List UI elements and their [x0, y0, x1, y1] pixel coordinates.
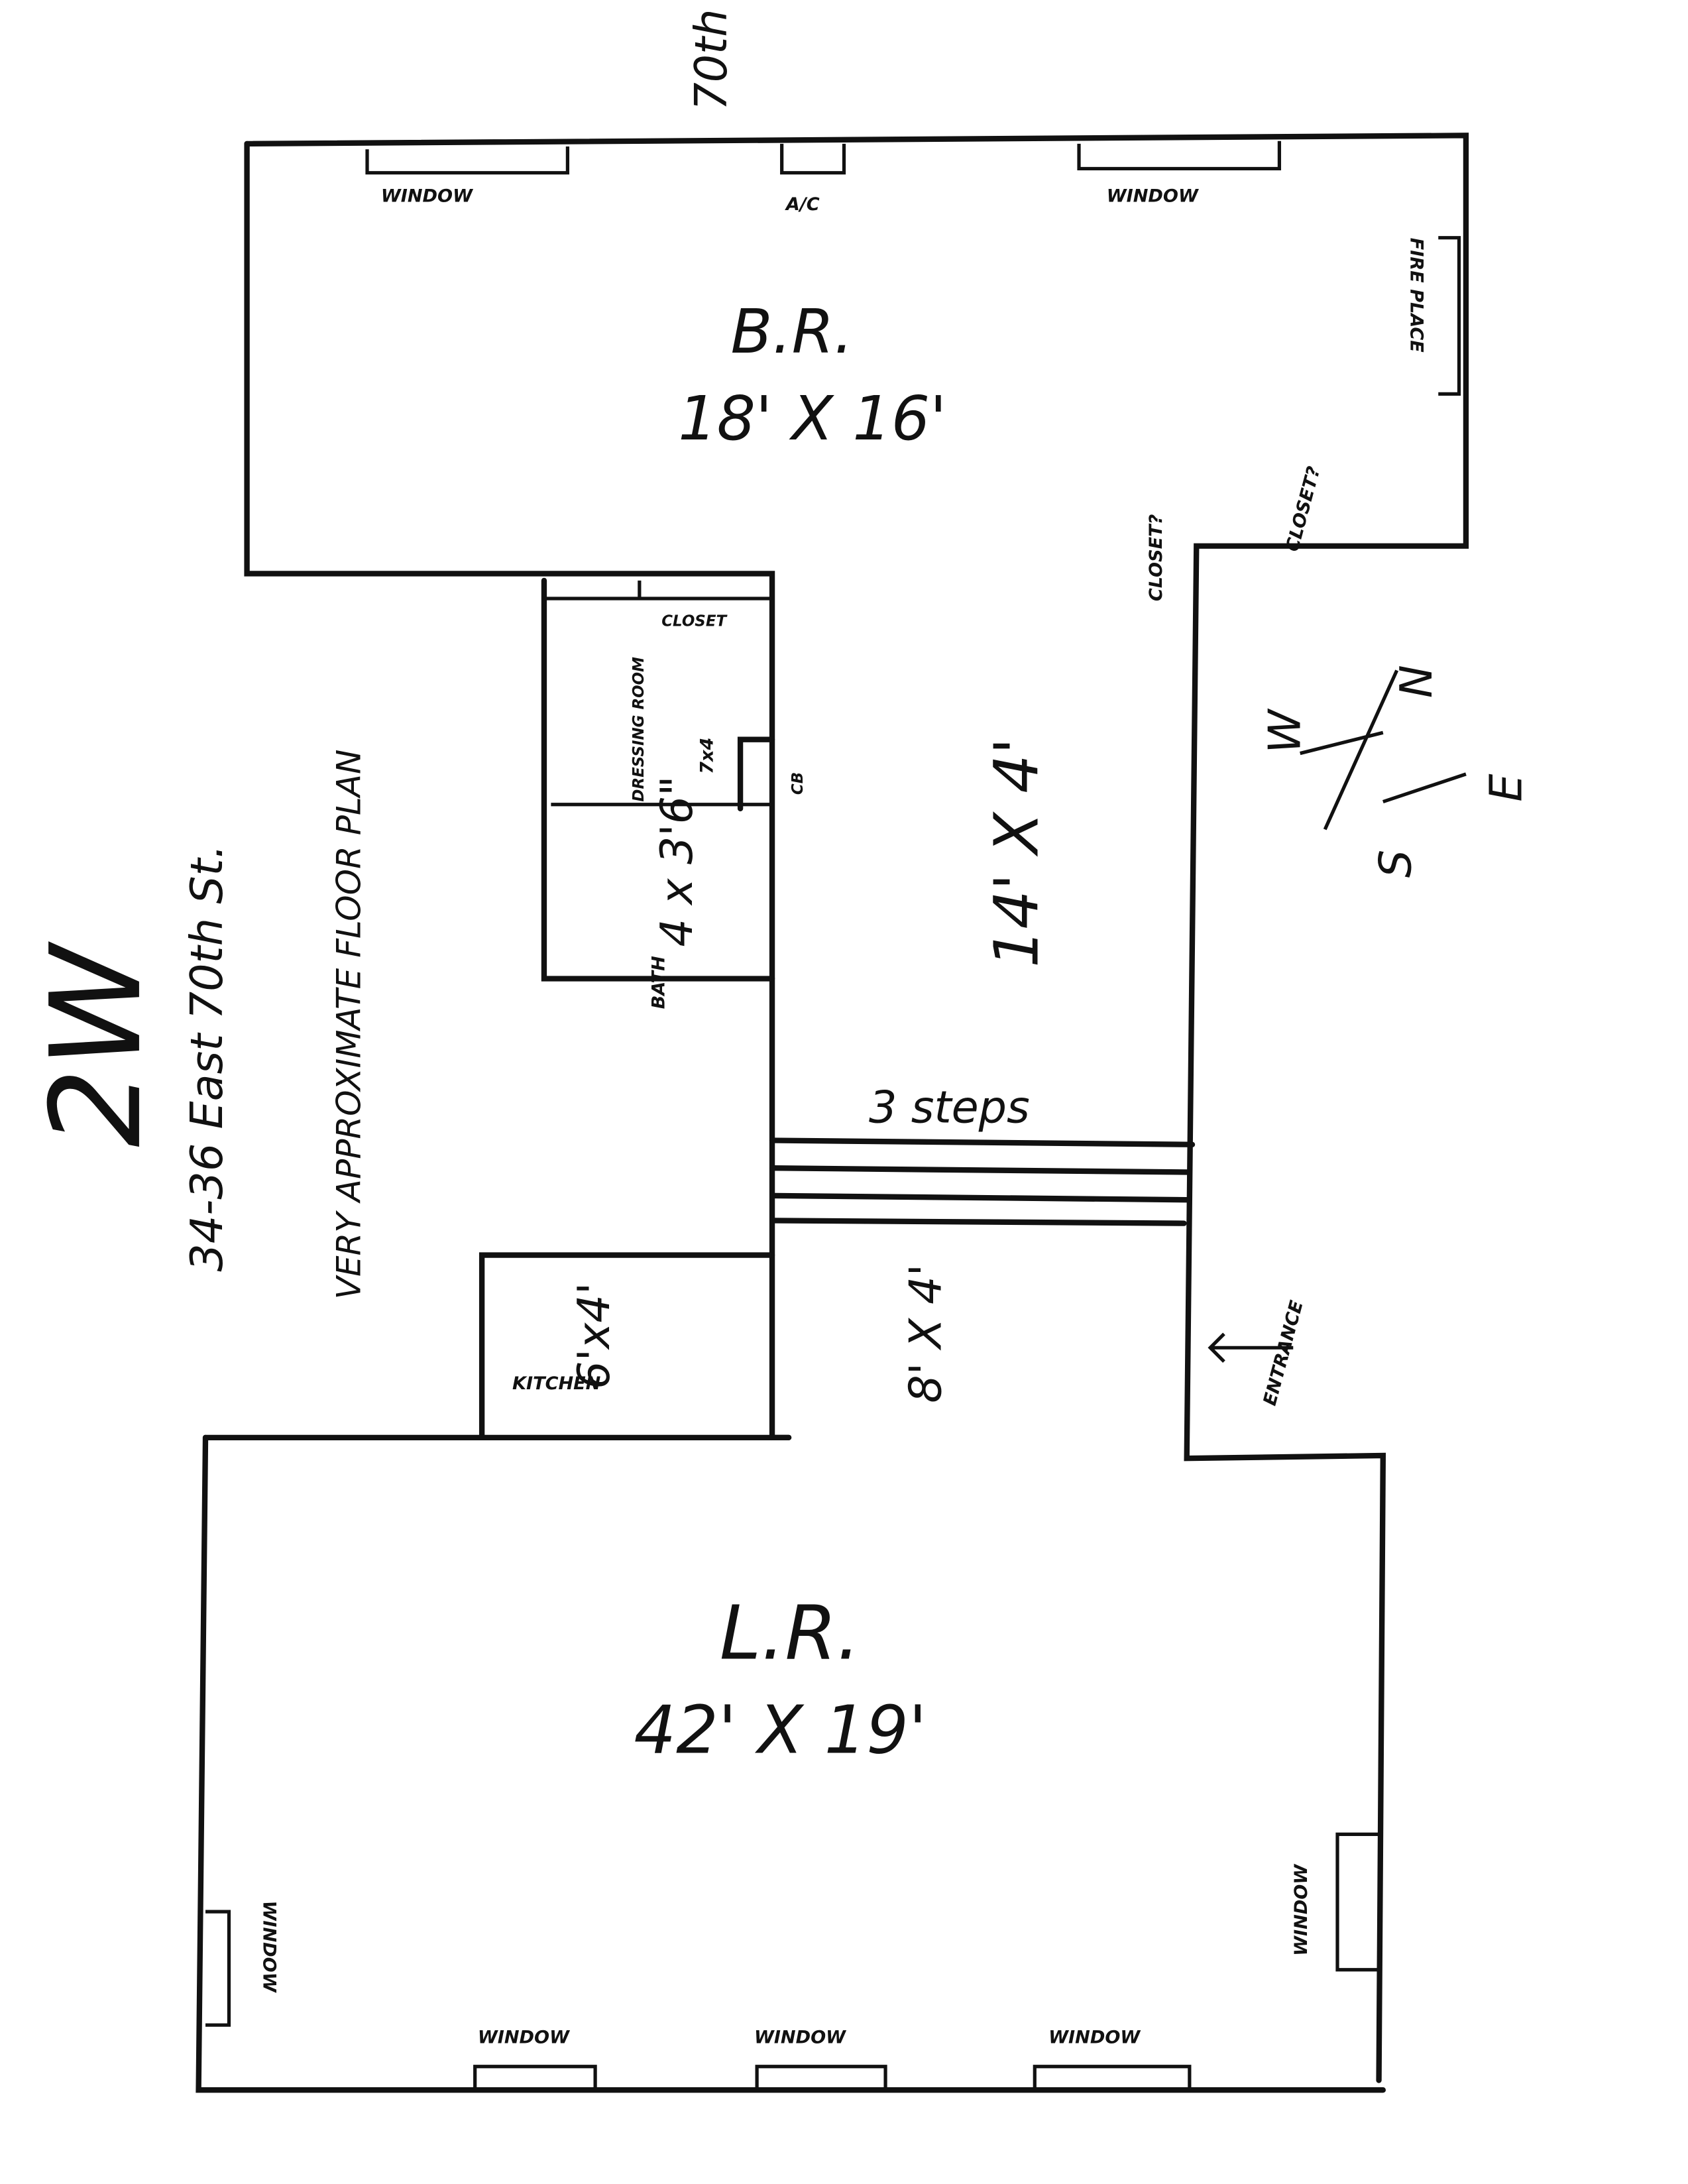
steps	[769, 1137, 1196, 1226]
steps-label: 3 steps	[869, 1081, 1030, 1133]
window-label: WINDOW	[259, 1900, 280, 1992]
closet-question-2: CLOSET?	[1146, 514, 1166, 601]
compass: N W S E	[1259, 665, 1532, 878]
compass-w: W	[1259, 708, 1311, 754]
dressing-room-name: DRESSING ROOM	[630, 657, 647, 802]
window-label: WINDOW	[381, 186, 473, 206]
entrance-arrow-icon	[1208, 1332, 1294, 1363]
bedroom-size: 18' X 16'	[678, 383, 946, 454]
cb-label: CB	[789, 772, 807, 795]
windows	[205, 141, 1461, 2088]
compass-s: S	[1370, 850, 1422, 878]
plan-note: VERY APPROXIMATE FLOOR PLAN	[330, 750, 368, 1300]
kitchen-name: KITCHEN	[512, 1373, 601, 1394]
compass-n: N	[1390, 665, 1442, 698]
kitchen-size: 6'x4'	[568, 1283, 620, 1389]
window-label: WINDOW	[1048, 2027, 1141, 2047]
unit-label: 2W	[25, 941, 169, 1147]
ac-label: A/C	[785, 194, 820, 215]
street-label: 70th St.	[685, 0, 737, 111]
entrance-label: ENTRANCE	[1260, 1298, 1308, 1408]
living-room-name: L.R.	[720, 1589, 861, 1677]
foyer-size: 8' X 4'	[899, 1264, 951, 1403]
bath-name: BATH	[648, 956, 669, 1009]
window-label: WINDOW	[478, 2027, 570, 2047]
closet-label: CLOSET	[661, 613, 728, 630]
address-label: 34-36 East 70th St.	[181, 844, 233, 1272]
cb-closet	[737, 736, 775, 812]
window-label: WINDOW	[754, 2027, 846, 2047]
window-label: WINDOW	[1291, 1864, 1312, 1956]
dressing-room-size: 7x4	[697, 738, 717, 774]
closet-question-1: CLOSET?	[1282, 464, 1325, 553]
walls	[196, 133, 1469, 2093]
bath-size: 4 x 3'6"	[651, 776, 703, 947]
compass-e: E	[1480, 774, 1532, 802]
fireplace-label: FIRE PLACE	[1406, 238, 1427, 353]
hall-size: 14' X 4'	[981, 738, 1052, 968]
bedroom-name: B.R.	[730, 296, 853, 367]
living-room-size: 42' X 19'	[634, 1691, 927, 1768]
window-label: WINDOW	[1107, 186, 1199, 206]
